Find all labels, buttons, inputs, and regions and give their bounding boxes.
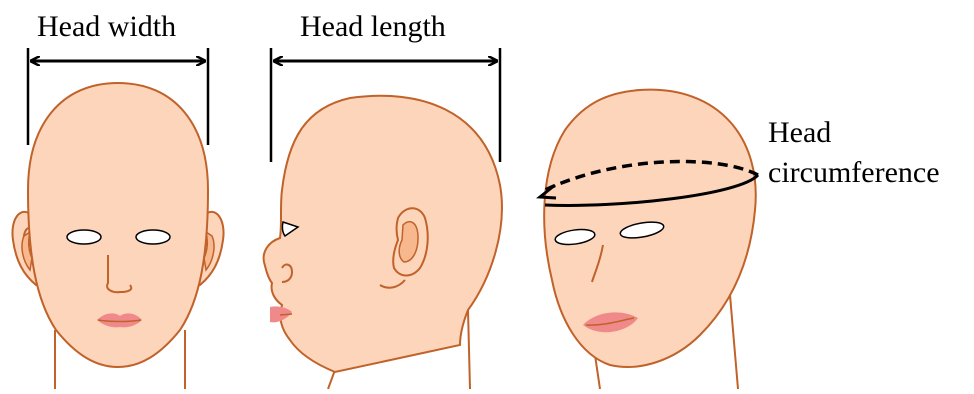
- head-circumference-label-line1: Head: [768, 118, 831, 148]
- head-width-label: Head width: [37, 12, 176, 42]
- front-head: [12, 83, 223, 389]
- head-circumference-label-line2: circumference: [768, 158, 940, 188]
- tilted-head: [544, 90, 756, 389]
- front-left-eye: [67, 230, 101, 244]
- front-right-eye: [136, 230, 170, 244]
- side-head: [264, 96, 502, 389]
- side-head-outline: [264, 96, 502, 372]
- head-length-label: Head length: [300, 12, 446, 42]
